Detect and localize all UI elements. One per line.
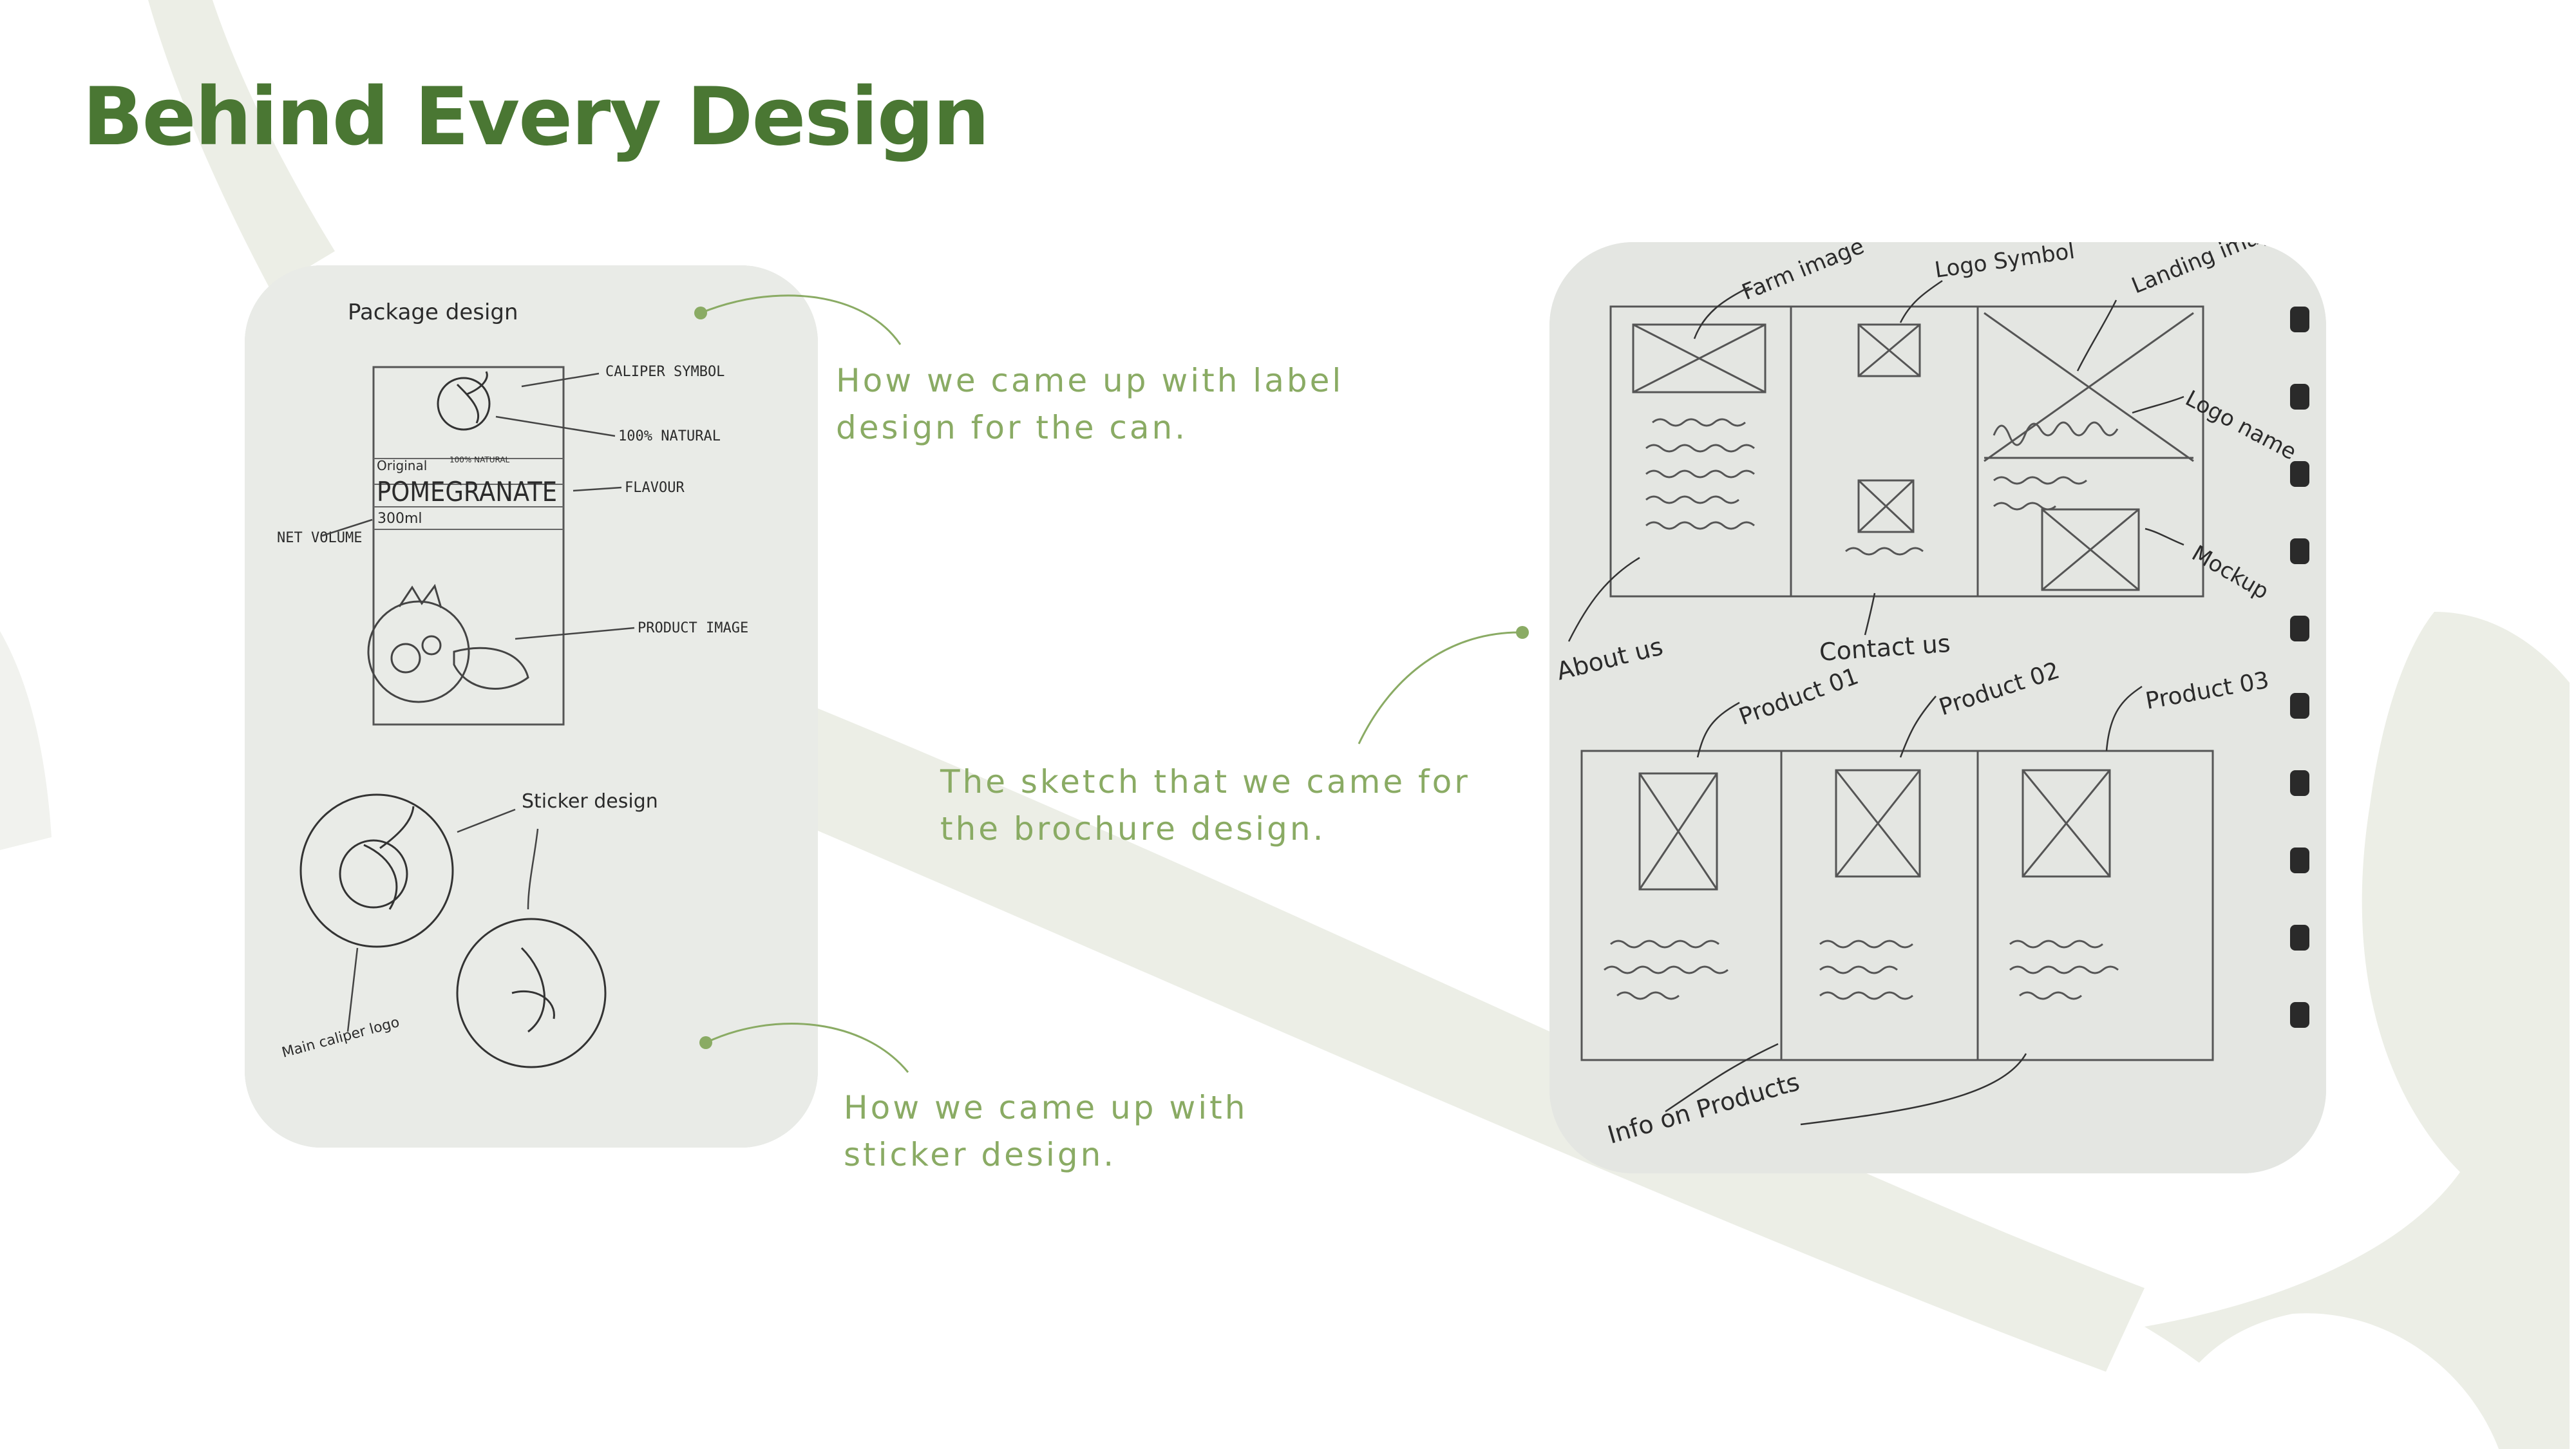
label-sticker-design: Sticker design (522, 790, 658, 813)
brochure-design-sketch: Farm image Logo Symbol Landing image Log… (1549, 242, 2326, 1173)
caption-brochure: The sketch that we came for the brochure… (940, 763, 1470, 848)
sticker-sketch-alt (456, 918, 607, 1068)
label-flavour: FLAVOUR (625, 480, 685, 496)
sketch-heading: Package design (348, 299, 518, 325)
can-original-text: Original (377, 458, 427, 473)
page-title: Behind Every Design (82, 71, 990, 164)
brochure-top-panels (1609, 305, 2204, 598)
label-product-image: PRODUCT IMAGE (638, 620, 748, 636)
can-natural-text: 100% NATURAL (450, 455, 510, 464)
can-volume: 300ml (377, 511, 422, 527)
package-design-sketch: Package design Original 100% NATURAL POM… (245, 265, 818, 1148)
label-natural: 100% NATURAL (618, 428, 721, 444)
label-caliper-symbol: CALIPER SYMBOL (605, 364, 724, 380)
caliper-symbol-sketch (437, 371, 491, 431)
sticker-sketch-main (299, 793, 454, 948)
caption-label-design: How we came up with label design for the… (836, 362, 1344, 446)
label-net-volume: NET VOLUME (277, 530, 362, 546)
spiral-binding (2290, 307, 2309, 1028)
pomegranate-sketch (367, 583, 529, 703)
can-flavour-name: POMEGRANATE (377, 476, 557, 507)
brochure-bottom-panels (1580, 750, 2214, 1061)
caption-sticker: How we came up with sticker design. (844, 1089, 1248, 1173)
